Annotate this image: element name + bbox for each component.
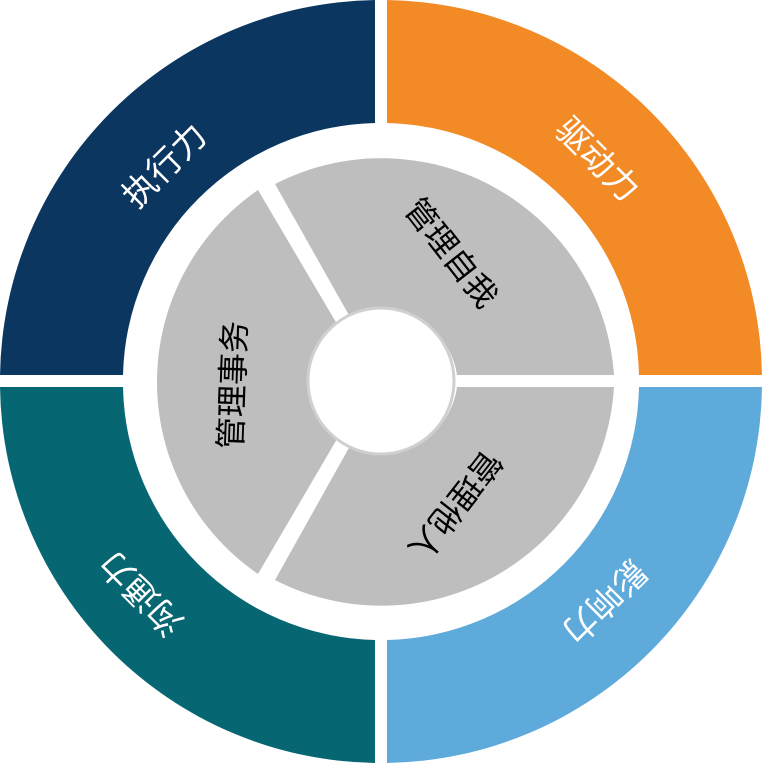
outer-segment-execution xyxy=(0,0,375,375)
inner-ring xyxy=(157,158,614,606)
inner-segment-manage-self xyxy=(275,158,614,375)
inner-label-manage-affairs: 管理事务 xyxy=(212,320,254,449)
inner-segment-manage-affairs xyxy=(157,190,337,574)
outer-segment-communication xyxy=(0,387,375,763)
outer-segment-drive xyxy=(387,0,762,375)
center-circle xyxy=(306,306,456,456)
outer-segment-influence xyxy=(387,387,762,763)
inner-segment-manage-others xyxy=(275,387,614,606)
